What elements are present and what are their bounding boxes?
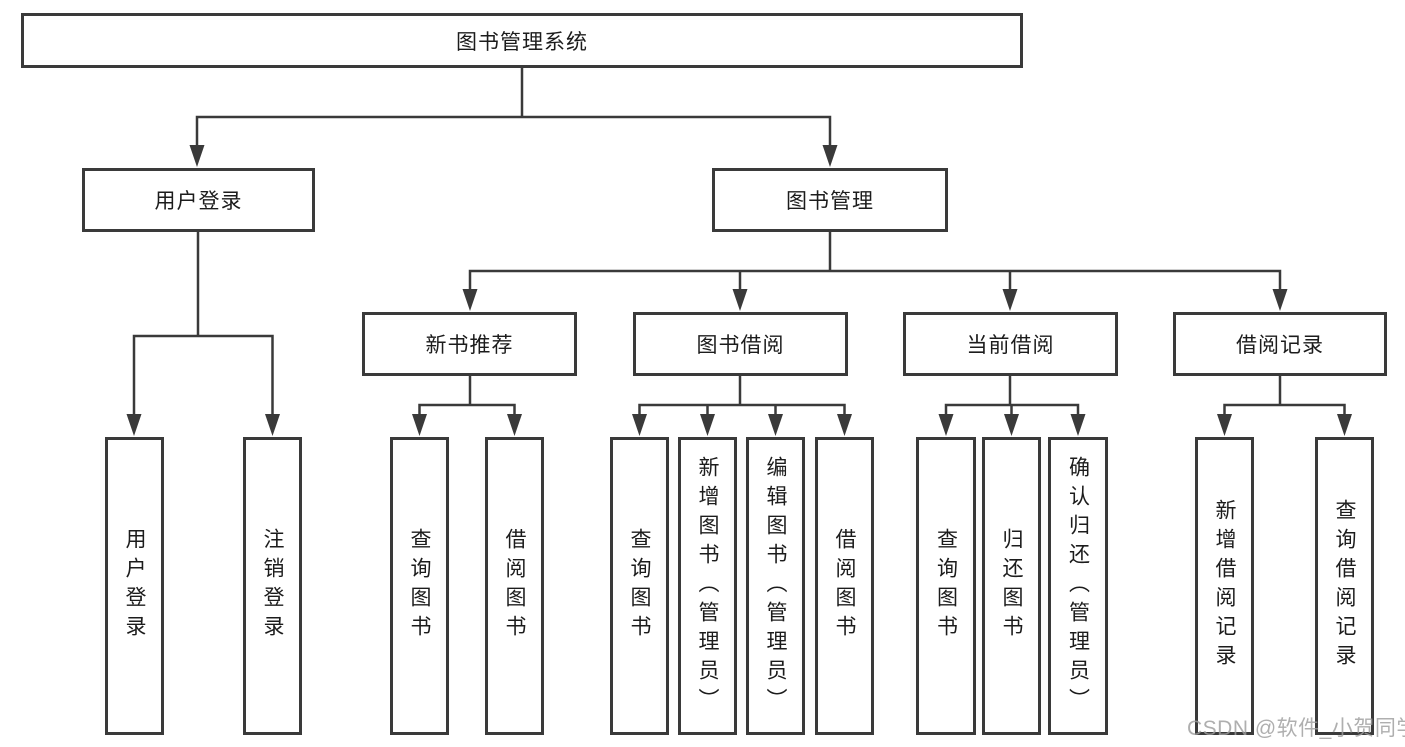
- node-library-system: 图书管理系统: [21, 13, 1023, 68]
- leaf-nb-query-books: 查询图书: [390, 437, 449, 735]
- node-user-login-label: 用户登录: [154, 190, 243, 213]
- leaf-bb-edit-books-admin-label: 编辑图书（管理员）: [764, 455, 787, 717]
- node-user-login: 用户登录: [82, 168, 315, 232]
- leaf-bb-borrow-books-label: 借阅图书: [833, 528, 856, 644]
- leaf-cb-confirm-return-admin-label: 确认归还（管理员）: [1066, 455, 1090, 717]
- node-current-borrow-label: 当前借阅: [966, 334, 1055, 357]
- node-book-management: 图书管理: [712, 168, 948, 232]
- node-book-management-label: 图书管理: [786, 190, 874, 213]
- node-book-borrow-label: 图书借阅: [696, 334, 785, 357]
- leaf-br-query-record: 查询借阅记录: [1315, 437, 1374, 735]
- leaf-bb-borrow-books: 借阅图书: [815, 437, 874, 735]
- node-new-book-recommend-label: 新书推荐: [425, 334, 514, 357]
- leaf-cb-confirm-return-admin: 确认归还（管理员）: [1048, 437, 1108, 735]
- leaf-bb-query-books: 查询图书: [610, 437, 669, 735]
- leaf-nb-borrow-books: 借阅图书: [485, 437, 544, 735]
- leaf-cb-query-books: 查询图书: [916, 437, 976, 735]
- leaf-logout-login: 注销登录: [243, 437, 302, 735]
- node-current-borrow: 当前借阅: [903, 312, 1118, 376]
- csdn-watermark: CSDN @软件_小贺同学: [1187, 717, 1405, 740]
- leaf-bb-edit-books-admin: 编辑图书（管理员）: [746, 437, 805, 735]
- leaf-bb-query-books-label: 查询图书: [628, 528, 651, 644]
- connector-path: [132, 66, 1346, 422]
- leaf-br-add-record-label: 新增借阅记录: [1213, 499, 1236, 673]
- leaf-user-login-label: 用户登录: [123, 528, 146, 644]
- leaf-br-query-record-label: 查询借阅记录: [1333, 499, 1356, 673]
- leaf-br-add-record: 新增借阅记录: [1195, 437, 1254, 735]
- leaf-cb-query-books-label: 查询图书: [934, 528, 958, 644]
- leaf-bb-add-books-admin-label: 新增图书（管理员）: [696, 455, 719, 717]
- node-book-borrow: 图书借阅: [633, 312, 848, 376]
- leaf-logout-login-label: 注销登录: [261, 528, 284, 644]
- arrowheads: [126, 145, 1352, 436]
- leaf-cb-return-books-label: 归还图书: [1000, 528, 1023, 644]
- leaf-bb-add-books-admin: 新增图书（管理员）: [678, 437, 737, 735]
- node-library-system-label: 图书管理系统: [456, 30, 588, 54]
- node-borrow-records: 借阅记录: [1173, 312, 1387, 376]
- leaf-nb-query-books-label: 查询图书: [408, 528, 431, 644]
- leaf-user-login: 用户登录: [105, 437, 164, 735]
- node-borrow-records-label: 借阅记录: [1236, 334, 1324, 357]
- leaf-nb-borrow-books-label: 借阅图书: [503, 528, 526, 644]
- node-new-book-recommend: 新书推荐: [362, 312, 577, 376]
- leaf-cb-return-books: 归还图书: [982, 437, 1041, 735]
